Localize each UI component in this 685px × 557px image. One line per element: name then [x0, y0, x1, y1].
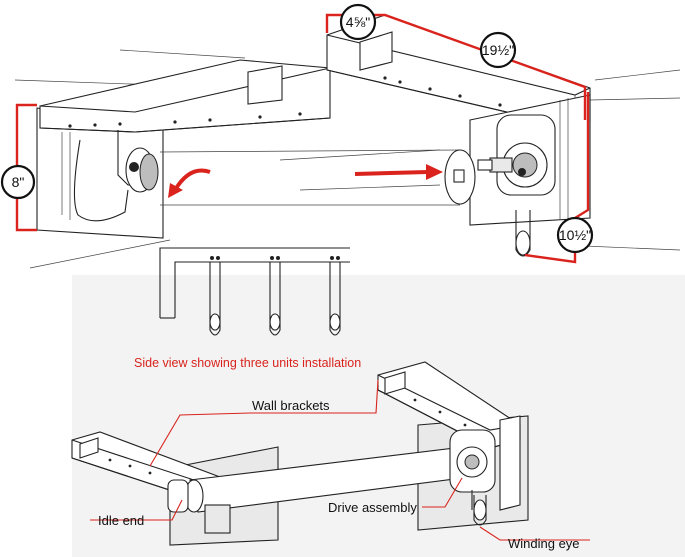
side-view-unit-2	[269, 256, 281, 336]
insert-direction-arrow	[354, 170, 429, 176]
assembled-drive-assembly	[449, 429, 496, 526]
drive-assembly-label: Drive assembly	[328, 500, 417, 515]
left-bracket	[39, 59, 331, 220]
assembled-view: Wall brackets Idle end Drive assembly Wi…	[71, 361, 590, 551]
idle-end-arrow-head	[168, 183, 183, 198]
side-view-three-units: Side view showing three units installati…	[134, 247, 361, 370]
insert-arrow-head	[426, 164, 443, 180]
dimension-height-left: 8"	[0, 164, 36, 200]
dimension-depth-top: 4⅝"	[339, 3, 377, 41]
idle-end-label: Idle end	[98, 513, 144, 528]
assembled-right-bracket	[377, 361, 521, 511]
dimension-height-left-label: 8"	[12, 174, 25, 190]
dimension-width-top-label: 19½"	[482, 42, 514, 58]
side-view-unit-3	[329, 256, 341, 336]
top-exploded-view: 8" 4⅝" 19½" 10½"	[0, 3, 681, 269]
dimension-width-top: 19½"	[479, 31, 517, 69]
winding-eye-label: Winding eye	[508, 536, 580, 551]
drive-assembly-hardware	[477, 114, 556, 257]
dimension-height-right-label: 10½"	[559, 227, 591, 243]
callout-leaders	[90, 379, 590, 541]
side-view-caption: Side view showing three units installati…	[134, 356, 361, 370]
side-view-unit-1	[209, 256, 221, 336]
dimension-depth-top-label: 4⅝"	[346, 14, 370, 30]
idle-end-hardware	[73, 130, 159, 222]
assembled-roller-tube	[184, 447, 463, 513]
idle-end-rotation-arrow	[173, 168, 211, 192]
left-bracket-holes	[68, 112, 302, 128]
roller-tube-ghost	[159, 149, 476, 206]
dimension-height-right: 10½"	[556, 216, 594, 254]
assembled-right-bracket-holes	[413, 398, 467, 427]
wall-brackets-label: Wall brackets	[252, 398, 330, 413]
assembled-idle-end	[167, 479, 231, 534]
